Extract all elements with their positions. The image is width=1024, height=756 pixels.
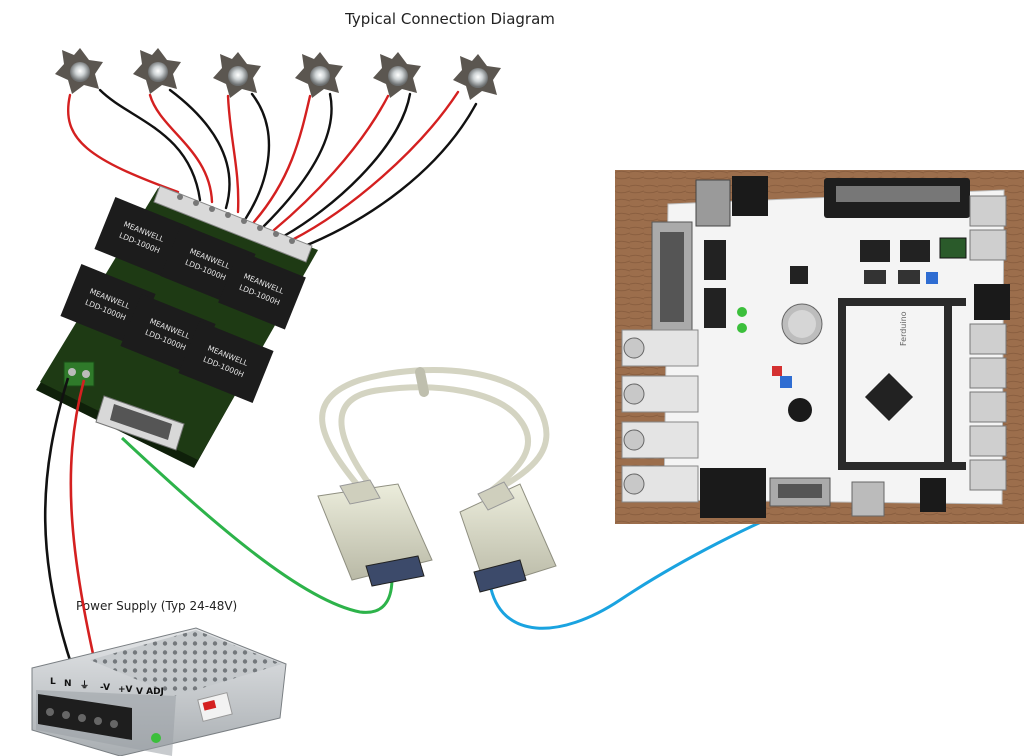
db9-female-connector-icon <box>459 481 557 593</box>
controller-silk-label: Ferduino <box>899 311 908 346</box>
wire-black-6 <box>298 102 478 250</box>
terminal-label: L <box>50 677 56 687</box>
power-supply-label: Power Supply (Typ 24-48V) <box>76 599 238 613</box>
right-jacks <box>969 195 1010 491</box>
driver-module: MEANWELL LDD-1000H <box>94 197 190 279</box>
led-row <box>55 48 501 100</box>
led-star-icon <box>55 48 103 94</box>
wire-black-5 <box>282 92 412 238</box>
led-wires <box>67 88 478 250</box>
wire-blue <box>488 504 801 630</box>
led-star-icon <box>133 48 181 94</box>
terminal-label: V ADJ <box>136 687 164 697</box>
led-star-icon <box>213 52 261 98</box>
wire-red-2 <box>148 93 214 204</box>
wire-red-4 <box>252 94 312 224</box>
power-wires <box>43 377 106 703</box>
led-driver-board: MEANWELL LDD-1000H MEANWELL LDD-1000H ME… <box>36 185 318 468</box>
terminal-label: ⏚ <box>80 680 89 691</box>
wire-red-1 <box>67 93 180 194</box>
wire-red-power <box>69 379 106 703</box>
power-terminal-block <box>63 361 95 387</box>
serial-cable <box>319 367 550 493</box>
screw-terminal-strip <box>153 185 313 263</box>
terminal-label: +V <box>118 685 133 695</box>
led-star-icon <box>373 52 421 98</box>
diagram-title: Typical Connection Diagram <box>345 10 555 28</box>
wire-red-6 <box>290 90 460 242</box>
bnc-connectors <box>621 329 699 503</box>
driver-module: MEANWELL LDD-1000H <box>218 250 306 330</box>
power-supply: L N ⏚ -V +V V ADJ <box>31 627 287 756</box>
terminal-label: -V <box>100 683 110 693</box>
screw-terminal-icon <box>38 694 132 740</box>
wire-black-2 <box>168 88 231 210</box>
wire-green <box>120 436 394 614</box>
wire-red-5 <box>272 94 390 232</box>
board-db9-port <box>95 395 185 451</box>
wire-black-power <box>43 377 86 701</box>
led-star-icon <box>295 52 343 98</box>
wire-black-4 <box>262 92 333 228</box>
wire-black-3 <box>244 92 271 220</box>
psu-terminal-labels: L N ⏚ -V +V V ADJ <box>50 677 164 697</box>
terminal-label: N <box>64 679 72 689</box>
db9-male-connector-icon <box>317 479 433 587</box>
led-star-icon <box>453 54 501 100</box>
wire-black-1 <box>98 88 202 202</box>
controller-board: Ferduino <box>615 170 1024 524</box>
wire-red-3 <box>226 94 240 214</box>
driver-module: MEANWELL LDD-1000H <box>178 321 274 403</box>
